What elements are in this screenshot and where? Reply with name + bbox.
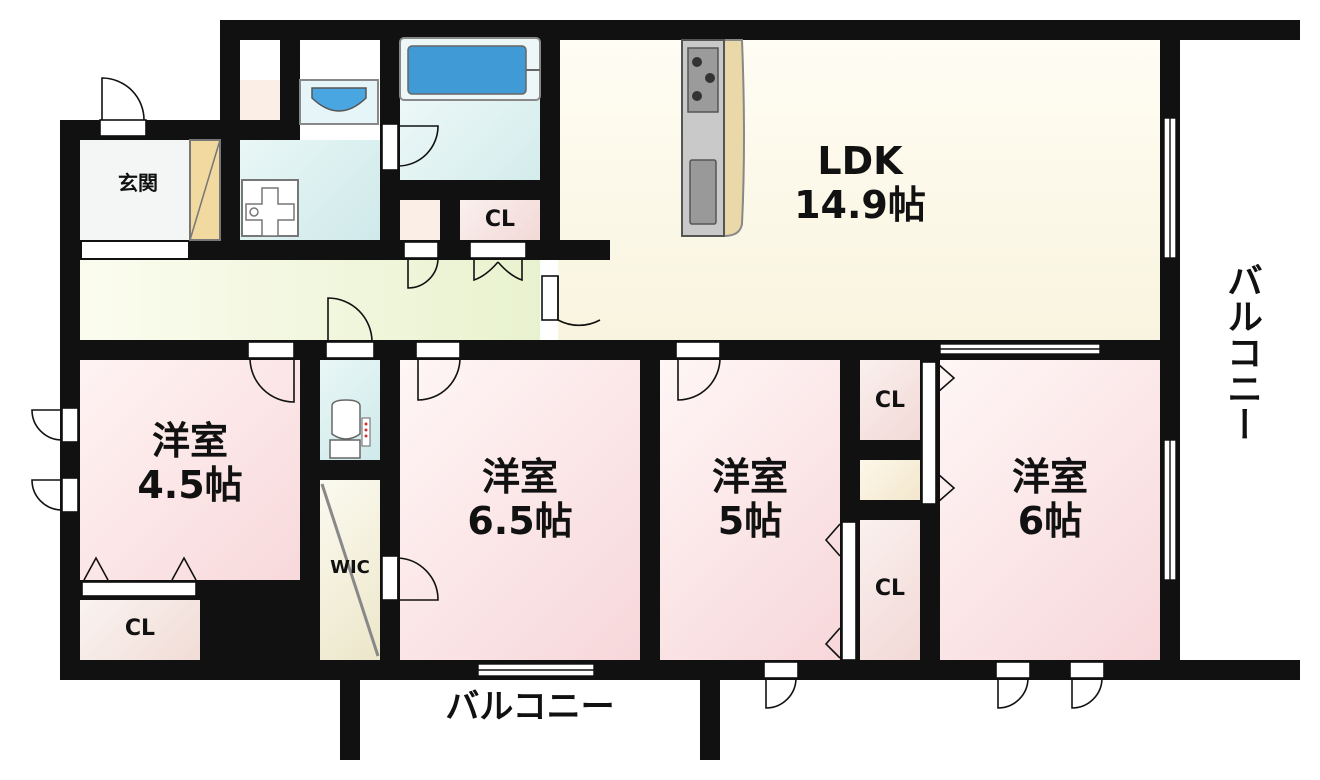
- room-a-label: 洋室 4.5帖: [120, 419, 260, 507]
- room-d-name: 洋室: [1011, 455, 1088, 499]
- wall-bottom: [60, 660, 1300, 680]
- ldk-label: LDK 14.9帖: [780, 139, 940, 227]
- room-d-floor: [940, 360, 1160, 660]
- closet-d-folding-door: [921, 361, 956, 505]
- closet-c-floor: [860, 520, 920, 660]
- wall-balcony-bottom-left: [340, 680, 360, 760]
- closet-hall-label: CL: [484, 207, 516, 232]
- wall-room-b-right: [640, 340, 660, 680]
- room-b-floor: [400, 360, 640, 660]
- ldk-name: LDK: [817, 139, 903, 183]
- ldk-floor: [558, 40, 1160, 340]
- wall-closet-a-right: [200, 580, 320, 680]
- wall-toilet-bottom: [300, 460, 400, 480]
- toilet-icon: [329, 399, 371, 459]
- bath-floor: [400, 100, 540, 180]
- wall-entrance-divider: [80, 240, 190, 260]
- entrance-floor: [80, 140, 190, 240]
- closet-a-folding-door: [81, 556, 197, 597]
- shoe-cabinet-icon: [189, 139, 221, 241]
- closet-c-folding-door: [824, 521, 857, 661]
- closet-d1-label: CL: [874, 388, 906, 413]
- wall-top: [220, 20, 1300, 40]
- door-swings: [31, 77, 1105, 709]
- room-c-floor: [660, 360, 840, 660]
- closet-hall-floor: [460, 200, 540, 240]
- room-c-label: 洋室 5帖: [680, 455, 820, 543]
- storage-small-b: [400, 200, 440, 240]
- closet-c-label: CL: [874, 576, 906, 601]
- windows: [477, 117, 1177, 677]
- wall-left: [60, 120, 80, 680]
- wic-label: WIC: [330, 557, 370, 578]
- wall-balcony-bottom-right: [700, 680, 720, 760]
- hallway-floor: [80, 260, 540, 340]
- room-c-size: 5帖: [717, 498, 783, 543]
- room-b-name: 洋室: [481, 455, 558, 499]
- ldk-size: 14.9帖: [794, 182, 926, 227]
- wall-upper-left: [220, 20, 240, 260]
- wall-balcony-top: [1160, 20, 1300, 40]
- room-b-label: 洋室 6.5帖: [440, 455, 600, 543]
- washing-machine-icon: [241, 179, 299, 237]
- wall-closet-d1-bottom: [860, 440, 920, 460]
- wall-wash-top2: [280, 40, 300, 140]
- room-b-size: 6.5帖: [467, 498, 573, 543]
- room-d-size: 6帖: [1017, 498, 1083, 543]
- wall-bath-left: [380, 20, 400, 100]
- wall-small-storage: [440, 200, 460, 240]
- balcony-right-label: バルコニー: [1221, 262, 1262, 442]
- balcony-bottom-label: バルコニー: [445, 687, 615, 727]
- room-a-floor: [80, 360, 300, 580]
- room-a-name: 洋室: [151, 419, 228, 463]
- wall-closet-mid-bottom: [860, 500, 920, 520]
- bathtub-icon: [399, 37, 541, 101]
- closet-d1-floor: [860, 360, 920, 440]
- entrance-label: 玄関: [118, 171, 158, 195]
- closet-mid-floor: [860, 460, 920, 500]
- kitchen-counter-icon: [681, 39, 745, 238]
- wall-bath-bottom: [380, 180, 560, 200]
- room-c-name: 洋室: [711, 455, 788, 499]
- closet-a-label: CL: [124, 616, 156, 641]
- room-a-size: 4.5帖: [137, 462, 243, 507]
- wic-shelf-icon: [320, 483, 380, 657]
- room-d-label: 洋室 6帖: [980, 455, 1120, 543]
- storage-small-a: [240, 80, 280, 120]
- wash-basin-icon: [299, 79, 379, 125]
- wall-ldk-left: [540, 20, 560, 260]
- closet-a-floor: [80, 600, 200, 660]
